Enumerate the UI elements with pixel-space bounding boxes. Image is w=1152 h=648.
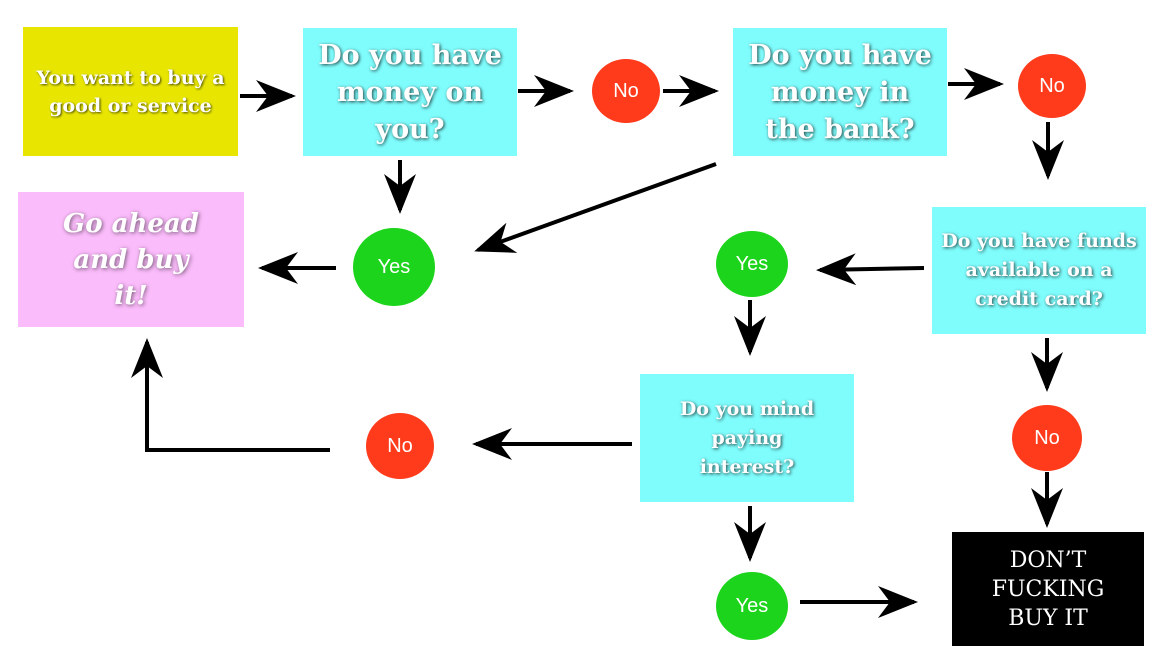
- answer-credit-no-label: No: [1034, 426, 1060, 449]
- answer-interest-yes: Yes: [716, 572, 788, 640]
- question-cash-label: Do you have money on you?: [318, 39, 502, 145]
- dont-buy-label: DON’T FUCKING BUY IT: [991, 547, 1105, 631]
- answer-interest-no: No: [366, 413, 434, 479]
- arrow-bank-to-yes: [474, 162, 717, 253]
- answer-credit-no: No: [1012, 405, 1082, 471]
- question-interest-label: Do you mind paying interest?: [679, 397, 815, 478]
- start-label: You want to buy a good or service: [36, 66, 225, 117]
- answer-bank-no: No: [1018, 54, 1086, 118]
- answer-bank-no-label: No: [1039, 74, 1065, 97]
- dont-buy-box: DON’T FUCKING BUY IT: [952, 532, 1144, 646]
- answer-cash-no-label: No: [613, 79, 639, 102]
- arrow-credit-to-yes: [816, 253, 925, 286]
- arrow-no-to-goahead: [131, 338, 330, 452]
- go-ahead-box: Go ahead and buy it!: [18, 192, 244, 327]
- answer-credit-yes-label: Yes: [735, 252, 769, 275]
- question-interest-box: Do you mind paying interest?: [640, 374, 854, 502]
- answer-interest-yes-label: Yes: [735, 594, 769, 617]
- question-bank-label: Do you have money in the bank?: [748, 39, 932, 145]
- answer-credit-yes: Yes: [716, 231, 788, 297]
- start-box: You want to buy a good or service: [23, 27, 238, 156]
- answer-cash-yes-label: Yes: [377, 255, 411, 278]
- answer-interest-no-label: No: [387, 434, 413, 457]
- answer-cash-no: No: [592, 59, 660, 123]
- question-credit-box: Do you have funds available on a credit …: [932, 207, 1146, 334]
- go-ahead-label: Go ahead and buy it!: [63, 208, 199, 311]
- question-bank-box: Do you have money in the bank?: [733, 28, 947, 156]
- question-cash-box: Do you have money on you?: [303, 28, 517, 156]
- answer-cash-yes: Yes: [353, 228, 435, 306]
- question-credit-label: Do you have funds available on a credit …: [941, 230, 1137, 310]
